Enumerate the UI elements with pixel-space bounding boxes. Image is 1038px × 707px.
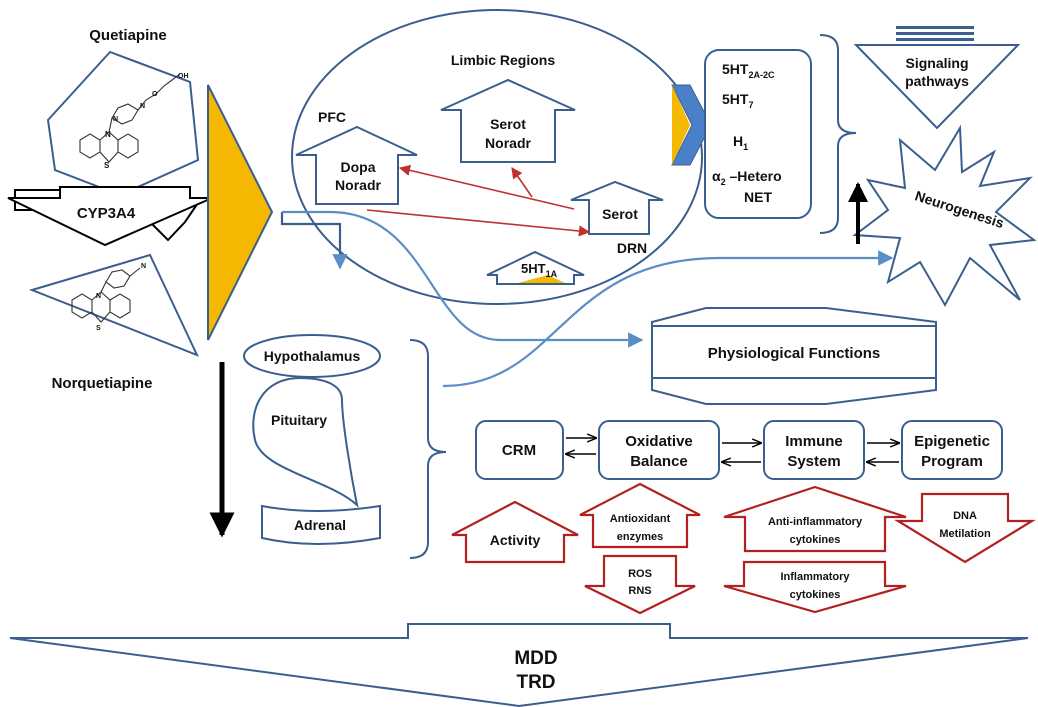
red-arrow-to-drn [366, 209, 591, 237]
norquetiapine-label: Norquetiapine [52, 375, 153, 392]
hpa-bracket [409, 339, 447, 559]
noradr-label: Noradr [335, 177, 381, 193]
receptor-box [704, 49, 812, 219]
limbic-regions-title: Limbic Regions [451, 52, 555, 68]
blue-line-to-hypothalamus [280, 212, 348, 270]
dopa-label: Dopa [341, 159, 376, 175]
quetiapine-label: Quetiapine [89, 27, 167, 44]
hypothalamus-ellipse [243, 334, 381, 378]
5ht1a-label: 5HT1A [521, 261, 558, 279]
svg-text:OH: OH [178, 73, 189, 80]
crm-label: CRM [502, 442, 536, 459]
pituitary-shape [252, 376, 359, 508]
serot-noradr-up-arrow [440, 78, 576, 163]
immune-label: Immune [785, 433, 843, 450]
antioxidant-up-arrow [579, 482, 701, 549]
svg-text:O: O [152, 91, 158, 98]
svg-text:N: N [113, 116, 118, 123]
blue-line-to-neurogenesis [442, 250, 894, 388]
rns-label: RNS [628, 585, 651, 597]
program-label: Program [921, 453, 983, 470]
drn-label: DRN [617, 240, 647, 256]
antiinflammatory-up-arrow [723, 485, 907, 553]
red-arrow-to-serot-top [511, 167, 533, 198]
receptor-chevron-orange [672, 85, 690, 165]
immune-system-box [763, 420, 865, 480]
inflammatory-cytokines-label: cytokines [790, 589, 841, 601]
pituitary-label: Pituitary [271, 412, 327, 428]
5ht1a-orange-wedge [518, 275, 565, 283]
enzymes-label: enzymes [617, 531, 663, 543]
inflammatory-label: Inflammatory [780, 571, 850, 583]
signaling-label: Signaling [906, 55, 969, 71]
adrenal-label: Adrenal [294, 517, 346, 533]
system-label: System [787, 453, 840, 470]
activity-up-arrow [451, 500, 579, 564]
5ht1a-up-arrow [486, 250, 585, 285]
serot-top-label: Serot [490, 116, 526, 132]
ros-down-arrow [584, 554, 696, 615]
process-arrows [566, 438, 899, 462]
receptor-bracket [819, 34, 857, 234]
crm-box [475, 420, 564, 480]
dna-label: DNA [953, 510, 977, 522]
pfc-label: PFC [318, 109, 346, 125]
limbic-regions-ellipse [291, 9, 703, 305]
serot-label: Serot [602, 206, 638, 222]
neurogenesis-starburst [852, 124, 1037, 308]
svg-text:N: N [141, 263, 146, 270]
receptor-5ht2a2c: 5HT2A-2C [722, 61, 775, 80]
antiinflammatory-label: Anti-inflammatory [768, 516, 863, 528]
svg-text:N: N [140, 103, 145, 110]
receptor-net: NET [744, 189, 772, 205]
mdd-trd-down-arrow [9, 623, 1029, 707]
cyp3a4-arrow [7, 186, 213, 247]
red-arrow-to-dopa [398, 164, 575, 210]
signaling-pathways-arrow [853, 44, 1021, 130]
dopa-up-arrow [295, 125, 418, 205]
trd-label: TRD [516, 672, 555, 693]
adrenal-shape [261, 504, 381, 545]
svg-text:N: N [105, 130, 111, 139]
receptor-chevron [671, 84, 712, 166]
blue-line-to-physiological [282, 210, 644, 348]
epigenetic-program-box [901, 420, 1003, 480]
mdd-label: MDD [514, 648, 557, 669]
cyp3a4-label: CYP3A4 [77, 205, 136, 222]
antioxidant-label: Antioxidant [610, 513, 671, 525]
physiological-functions-label: Physiological Functions [708, 345, 881, 362]
ros-label: ROS [628, 568, 652, 580]
serot-drn-up-arrow [570, 180, 664, 235]
physiological-functions-shape [651, 307, 937, 405]
epigenetic-label: Epigenetic [914, 433, 990, 450]
receptor-5ht7: 5HT7 [722, 91, 753, 110]
norquetiapine-structure: N S N [28, 253, 199, 357]
pathways-label: pathways [905, 73, 969, 89]
balance-label: Balance [630, 453, 688, 470]
svg-text:S: S [104, 161, 110, 170]
receptor-alpha2-hetero: α2 –Hetero [712, 168, 782, 187]
oxidative-label: Oxidative [625, 433, 693, 450]
orange-triangle-arrow [207, 84, 274, 341]
svg-text:N: N [96, 293, 101, 300]
noradr-top-label: Noradr [485, 135, 531, 151]
quetiapine-structure: N S N N O OH [46, 50, 200, 197]
antiinflammatory-cytokines-label: cytokines [790, 534, 841, 546]
dna-methylation-down-arrow [894, 492, 1036, 564]
activity-label: Activity [490, 532, 541, 548]
svg-text:S: S [96, 325, 101, 332]
hypothalamus-label: Hypothalamus [264, 348, 361, 364]
inflammatory-down-arrow [723, 560, 907, 614]
metilation-label: Metilation [939, 528, 991, 540]
receptor-h1: H1 [733, 133, 748, 152]
signaling-stripes [896, 26, 974, 41]
oxidative-balance-box [598, 420, 720, 480]
